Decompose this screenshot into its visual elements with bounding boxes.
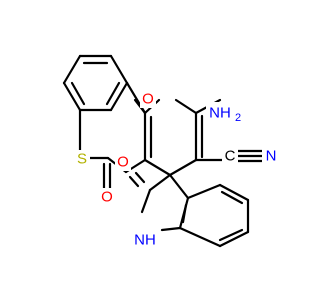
atom-label-O-pyran: O: [140, 90, 156, 108]
sulfur-label: S: [77, 151, 87, 168]
atom-label-O-lactam: O: [115, 153, 131, 171]
nitrile-nitrogen-label: N: [266, 148, 277, 165]
atom-label-NH: NH: [130, 230, 160, 250]
benzo-ring: [62, 54, 129, 112]
atom-label-C-nitrile: C: [222, 147, 238, 165]
molecule-svg: O NH 2 S O O N C NH: [62, 54, 280, 250]
nitrile-carbon-label: C: [225, 148, 236, 165]
atom-label-S: S: [74, 150, 90, 168]
atom-label-NH2: NH 2: [206, 102, 246, 124]
atom-label-N-nitrile: N: [262, 147, 280, 165]
lactam-nh-label: NH: [134, 232, 156, 249]
nitrile-group: [194, 149, 264, 163]
atom-label-O-thio: O: [99, 188, 115, 206]
amino-label: NH: [209, 105, 231, 122]
oxindole: [128, 171, 250, 248]
oxygen-label: O: [142, 91, 154, 108]
thio-carbonyl-oxygen-label: O: [101, 189, 113, 206]
amino-subscript: 2: [235, 112, 241, 124]
lactam-oxygen-label: O: [117, 154, 129, 171]
molecule-drawing: O NH 2 S O O N C NH: [62, 54, 280, 250]
